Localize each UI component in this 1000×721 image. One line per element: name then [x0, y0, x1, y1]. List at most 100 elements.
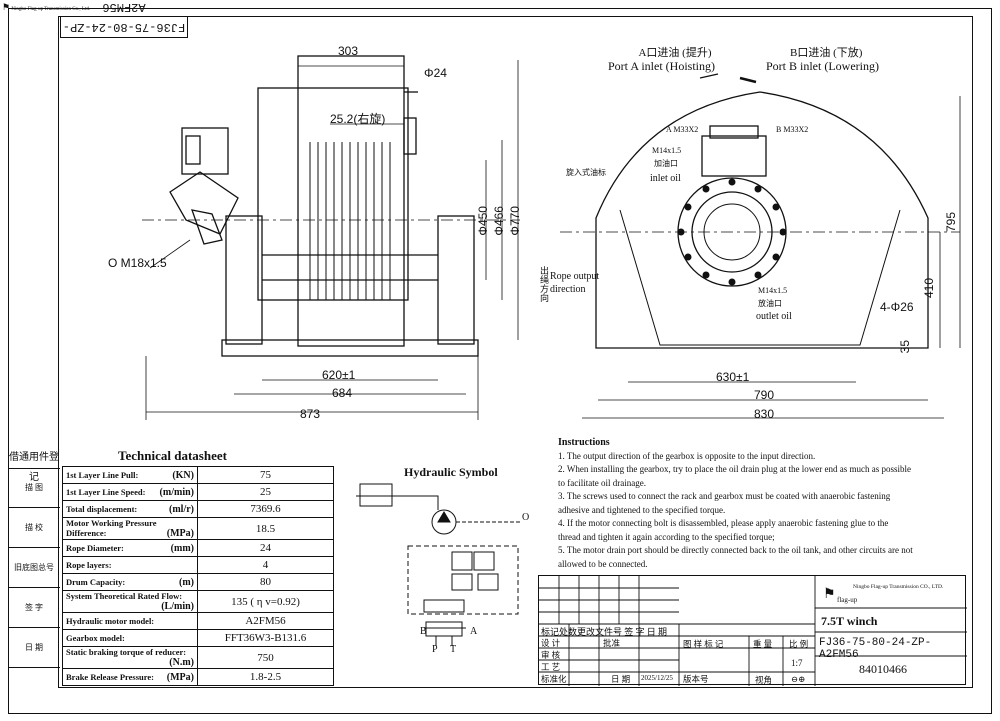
datasheet-param-cell: 1st Layer Line Speed: (m/min)	[62, 483, 198, 501]
drawing-frame	[58, 16, 973, 688]
datasheet-value: 750	[197, 646, 334, 669]
logo-mark: ⚑ Ningbo Flag-up Transmission Co., Ltd.	[2, 2, 91, 12]
datasheet-value: 75	[197, 466, 334, 484]
datasheet-title: Technical datasheet	[118, 448, 227, 463]
dim-795: 795	[944, 212, 958, 233]
tb-weight: 重 量	[753, 639, 773, 649]
datasheet-param-cell: Static braking torque of reducer:(N.m)	[62, 646, 198, 669]
datasheet-param-unit: (MPa)	[166, 671, 194, 683]
datasheet-param-name: System Theoretical Rated Flow:	[66, 591, 183, 601]
company-top-text: Ningbo Flag-up Transmission Co., Ltd.	[11, 7, 91, 12]
gearbox-housing	[595, 91, 929, 349]
inlet-en: inlet oil	[650, 173, 681, 184]
datasheet-param-name: Rope layers:	[66, 560, 112, 570]
tb-scale: 1:7	[791, 658, 803, 668]
dim-873: 873	[300, 407, 321, 421]
dim-top-width: 303	[338, 44, 359, 58]
datasheet-value: A2FM56	[197, 612, 334, 630]
tb-row-header: 标记处数更改文件号 签 字 日 期	[541, 627, 668, 637]
instruction-line: to facilitate oil drainage.	[558, 477, 646, 488]
tb-check: 审 核	[541, 650, 561, 660]
instruction-line: adhesive and tightened to the specified …	[558, 504, 726, 515]
title-block: 标记处数更改文件号 签 字 日 期 设 计 批准 审 核 工 艺 标准化 日 期…	[538, 575, 967, 686]
dim-hole: Φ24	[424, 66, 447, 80]
instruction-line: 2. When installing the gearbox, try to p…	[558, 464, 911, 474]
tb-logo-text: flag-up	[837, 596, 858, 604]
right-end-plate	[437, 215, 475, 345]
datasheet-param-cell: Rope Diameter:(mm)	[62, 539, 198, 557]
datasheet-value: 7369.6	[197, 500, 334, 518]
datasheet-row: Rope Diameter:(mm)24	[62, 539, 334, 557]
hydraulic-motor	[169, 171, 239, 235]
dim-410: 410	[922, 278, 936, 299]
outlet-en: outlet oil	[756, 311, 792, 322]
inlet-thread: M14x1.5	[652, 146, 682, 155]
datasheet-param-cell: System Theoretical Rated Flow:(L/min)	[62, 590, 198, 613]
datasheet-param-unit: (KN)	[172, 469, 194, 481]
tb-product: 7.5T winch	[821, 614, 878, 628]
datasheet-param-name: Gearbox model:	[66, 633, 125, 643]
inlet-cn: 加油口	[654, 159, 678, 168]
datasheet-value: 1.8-2.5	[197, 668, 334, 686]
datasheet-param-name: Drum Capacity:	[66, 576, 126, 587]
register-sign: 签 字	[8, 602, 60, 628]
rope-direction-cn: 出绳方向	[539, 266, 549, 302]
port-b-cn: B口进油 (下放)	[790, 47, 863, 59]
port-a-en: Port A inlet (Hoisting)	[608, 59, 716, 73]
dim-holes: 4-Φ26	[880, 300, 914, 314]
hydraulic-title: Hydraulic Symbol	[404, 465, 498, 479]
datasheet-param-cell: Gearbox model:	[62, 629, 198, 647]
datasheet-value: 25	[197, 483, 334, 501]
tb-date: 2025/12/25	[641, 674, 673, 682]
register-trace: 描 图	[8, 482, 60, 508]
outlet-cn: 放油口	[758, 299, 782, 308]
rope-direction-en: Rope output direction	[550, 271, 600, 295]
tb-approve: 批准	[603, 638, 621, 648]
drum-body	[297, 55, 405, 347]
datasheet-row: Gearbox model: FFT36W3-B131.6	[62, 629, 334, 647]
b-thread: B M33X2	[776, 125, 809, 134]
datasheet-param-cell: Drum Capacity:(m)	[62, 573, 198, 591]
datasheet-param-cell: Hydraulic motor model:	[62, 612, 198, 630]
port-p-label: P	[432, 644, 438, 655]
title-block-grid	[539, 576, 967, 686]
datasheet-value: FFT36W3-B131.6	[197, 629, 334, 647]
datasheet-param-cell: Brake Release Pressure:(MPa)	[62, 668, 198, 686]
instructions-block: Instructions 1. The output direction of …	[558, 436, 958, 571]
dim-830: 830	[754, 407, 775, 421]
instruction-line: thread and tighten it again according to…	[558, 531, 775, 542]
tb-process: 工 艺	[541, 662, 561, 672]
port-b-en: Port B inlet (Lowering)	[766, 59, 879, 73]
dim-684: 684	[332, 386, 353, 400]
instruction-line: 4. If the motor connecting bolt is disas…	[558, 518, 889, 528]
datasheet-param-name: Static braking torque of reducer:	[66, 647, 187, 657]
drawing-sheet	[8, 8, 992, 714]
dim-d770: Φ770	[508, 206, 522, 236]
port-b-label: B	[420, 626, 427, 637]
tb-scale-label: 比 例	[789, 639, 809, 649]
datasheet-param-name: Total displacement:	[66, 503, 138, 514]
dim-620: 620±1	[322, 368, 356, 382]
dim-790: 790	[754, 388, 775, 402]
datasheet-value: 18.5	[197, 517, 334, 540]
instruction-line: 1. The output direction of the gearbox i…	[558, 450, 816, 461]
datasheet-row: 1st Layer Line Pull:(KN)75	[62, 466, 334, 484]
datasheet-param-unit: (N.m)	[169, 657, 194, 668]
breather-label: 旋入式油标	[566, 168, 606, 177]
datasheet-param-unit: (L/min)	[161, 601, 194, 612]
dim-d466: Φ466	[492, 206, 506, 236]
register-date: 日 期	[8, 642, 60, 668]
dim-35: 35	[898, 340, 912, 354]
dim-630: 630±1	[716, 370, 750, 384]
datasheet-param-unit: (m/min)	[159, 486, 194, 498]
datasheet-param-cell: Rope layers:	[62, 556, 198, 574]
datasheet-value: 80	[197, 573, 334, 591]
datasheet-param-cell: Motor Working Pressure Difference:(MPa)	[62, 517, 198, 540]
valve-block	[181, 127, 229, 175]
datasheet-param-name: Motor Working Pressure Difference:	[66, 518, 157, 538]
valve-top	[701, 135, 767, 177]
port-a-cn: A口进油 (提升)	[638, 47, 712, 59]
dim-pitch: 25.2(右旋)	[330, 112, 386, 126]
datasheet-param-name: 1st Layer Line Speed:	[66, 486, 146, 497]
